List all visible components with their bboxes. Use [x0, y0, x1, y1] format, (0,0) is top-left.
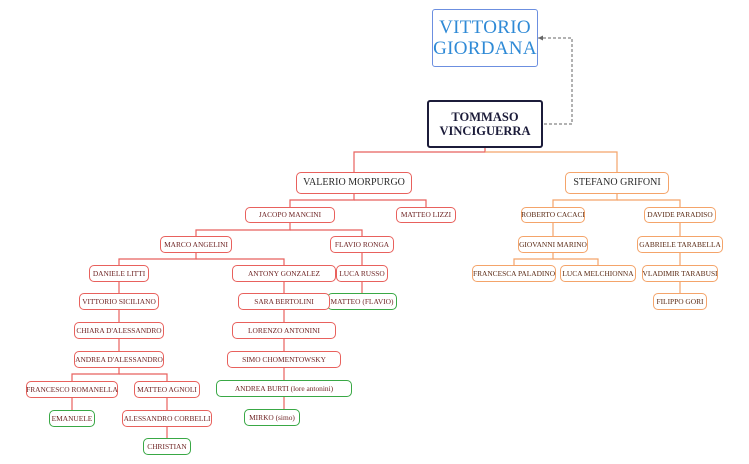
node-luca-melchionna[interactable]: LUCA MELCHIONNA — [560, 265, 636, 282]
node-matteo-agnoli[interactable]: MATTEO AGNOLI — [134, 381, 200, 398]
node-matteo-lizzi[interactable]: MATTEO LIZZI — [396, 207, 456, 223]
node-vittorio-giordana[interactable]: VITTORIO GIORDANA — [432, 9, 538, 67]
node-giovanni-marino[interactable]: GIOVANNI MARINO — [518, 236, 588, 253]
node-roberto-cacaci[interactable]: ROBERTO CACACI — [521, 207, 585, 223]
node-francesco-romanella[interactable]: FRANCESCO ROMANELLA — [26, 381, 118, 398]
node-mirko[interactable]: MIRKO (simo) — [244, 409, 300, 426]
node-antony-gonzalez[interactable]: ANTONY GONZALEZ — [232, 265, 336, 282]
orange-branch-links — [485, 151, 681, 293]
dashed-link-arrowhead — [538, 35, 543, 41]
node-matteo-flavio[interactable]: MATTEO (FLAVIO) — [327, 293, 397, 310]
dashed-link — [538, 37, 573, 125]
node-chiara-dalessandro[interactable]: CHIARA D'ALESSANDRO — [74, 322, 164, 339]
node-simo-chomentowsky[interactable]: SIMO CHOMENTOWSKY — [227, 351, 341, 368]
node-christian[interactable]: CHRISTIAN — [143, 438, 191, 455]
node-emanuele[interactable]: EMANUELE — [49, 410, 95, 427]
red-branch-links — [71, 148, 486, 438]
node-vittorio-siciliano[interactable]: VITTORIO SICILIANO — [79, 293, 159, 310]
node-francesca-paladino[interactable]: FRANCESCA PALADINO — [472, 265, 556, 282]
node-daniele-litti[interactable]: DANIELE LITTI — [89, 265, 149, 282]
node-luca-russo[interactable]: LUCA RUSSO — [336, 265, 388, 282]
node-andrea-dalessandro[interactable]: ANDREA D'ALESSANDRO — [74, 351, 164, 368]
node-jacopo-mancini[interactable]: JACOPO MANCINI — [245, 207, 335, 223]
node-valerio-morpurgo[interactable]: VALERIO MORPURGO — [296, 172, 412, 194]
node-andrea-burti[interactable]: ANDREA BURTI (lore antonini) — [216, 380, 352, 397]
node-alessandro-corbelli[interactable]: ALESSANDRO CORBELLI — [122, 410, 212, 427]
node-davide-paradiso[interactable]: DAVIDE PARADISO — [644, 207, 716, 223]
node-gabriele-tarabella[interactable]: GABRIELE TARABELLA — [637, 236, 723, 253]
node-filippo-gori[interactable]: FILIPPO GORI — [653, 293, 707, 310]
node-lorenzo-antonini[interactable]: LORENZO ANTONINI — [232, 322, 336, 339]
node-stefano-grifoni[interactable]: STEFANO GRIFONI — [565, 172, 669, 194]
node-vladimir-tarabusi[interactable]: VLADIMIR TARABUSI — [642, 265, 718, 282]
node-sara-bertolini[interactable]: SARA BERTOLINI — [238, 293, 330, 310]
node-tommaso-vinciguerra[interactable]: TOMMASO VINCIGUERRA — [427, 100, 543, 148]
node-flavio-ronga[interactable]: FLAVIO RONGA — [330, 236, 394, 253]
node-marco-angelini[interactable]: MARCO ANGELINI — [160, 236, 232, 253]
